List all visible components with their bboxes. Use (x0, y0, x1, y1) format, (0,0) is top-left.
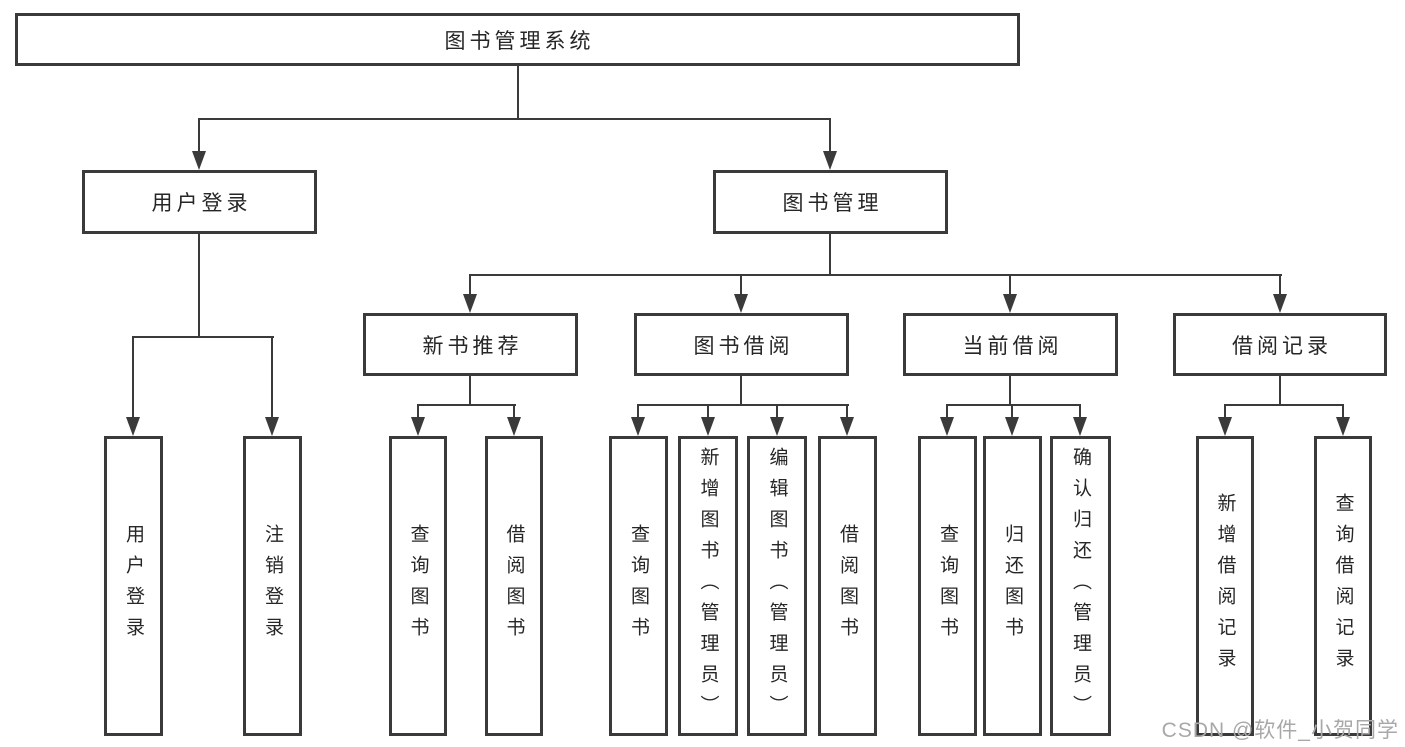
connector-line (132, 336, 134, 419)
connector-line (776, 404, 778, 419)
leaf-label: 查询图书 (628, 524, 649, 648)
leaf-query-books-borrow: 查询图书 (609, 436, 668, 736)
leaf-label: 借阅图书 (503, 524, 525, 648)
connector-line (198, 234, 200, 338)
leaf-label: 确认归还（管理员） (1070, 446, 1091, 726)
arrow-down-icon (823, 151, 837, 170)
leaf-label: 用户登录 (123, 524, 144, 648)
connector-line (132, 336, 274, 338)
leaf-add-borrow-record: 新增借阅记录 (1196, 436, 1254, 736)
leaf-borrow-books-recommend: 借阅图书 (485, 436, 543, 736)
leaf-return-book: 归还图书 (983, 436, 1042, 736)
connector-line (469, 274, 471, 296)
arrow-down-icon (265, 417, 279, 436)
connector-line (417, 404, 419, 419)
leaf-label: 借阅图书 (837, 524, 858, 648)
connector-line (1279, 376, 1281, 405)
connector-line (198, 118, 831, 120)
leaf-user-login: 用户登录 (104, 436, 163, 736)
leaf-query-books-current: 查询图书 (918, 436, 977, 736)
connector-line (946, 404, 948, 419)
arrow-down-icon (1336, 417, 1350, 436)
arrow-down-icon (1218, 417, 1232, 436)
leaf-confirm-return-admin: 确认归还（管理员） (1050, 436, 1111, 736)
connector-line (740, 274, 742, 296)
connector-line (1011, 404, 1013, 419)
leaf-logout: 注销登录 (243, 436, 302, 736)
leaf-label: 归还图书 (1002, 524, 1023, 648)
arrow-down-icon (840, 417, 854, 436)
connector-line (513, 404, 515, 419)
node-new-book-recommendation: 新书推荐 (363, 313, 578, 376)
arrow-down-icon (1003, 294, 1017, 313)
connector-line (637, 404, 639, 419)
connector-line (198, 118, 200, 152)
node-book-management: 图书管理 (713, 170, 948, 234)
connector-line (1224, 404, 1344, 406)
arrow-down-icon (192, 151, 206, 170)
connector-line (1009, 376, 1011, 405)
node-book-borrowing: 图书借阅 (634, 313, 849, 376)
leaf-label: 新增图书（管理员） (697, 446, 719, 726)
csdn-watermark: CSDN @软件_小贺同学 (1161, 719, 1399, 742)
arrow-down-icon (1005, 417, 1019, 436)
connector-line (829, 234, 831, 275)
leaf-query-borrow-record: 查询借阅记录 (1314, 436, 1372, 736)
arrow-down-icon (126, 417, 140, 436)
arrow-down-icon (1073, 417, 1087, 436)
connector-line (946, 404, 1081, 406)
leaf-add-book-admin: 新增图书（管理员） (678, 436, 738, 736)
connector-line (846, 404, 848, 419)
node-borrowing-records: 借阅记录 (1173, 313, 1387, 376)
connector-line (1279, 274, 1281, 296)
node-library-management-system: 图书管理系统 (15, 13, 1020, 66)
arrow-down-icon (507, 417, 521, 436)
connector-line (517, 66, 519, 119)
leaf-label: 新增借阅记录 (1214, 493, 1236, 679)
connector-line (1224, 404, 1226, 419)
connector-line (829, 118, 831, 152)
connector-line (271, 336, 273, 419)
connector-line (417, 404, 516, 406)
arrow-down-icon (734, 294, 748, 313)
leaf-edit-book-admin: 编辑图书（管理员） (747, 436, 807, 736)
arrow-down-icon (940, 417, 954, 436)
connector-line (740, 376, 742, 405)
arrow-down-icon (1273, 294, 1287, 313)
leaf-label: 编辑图书（管理员） (766, 446, 788, 726)
connector-line (1009, 274, 1011, 296)
arrow-down-icon (411, 417, 425, 436)
leaf-borrow-books: 借阅图书 (818, 436, 877, 736)
leaf-label: 查询图书 (407, 524, 429, 648)
connector-line (707, 404, 709, 419)
arrow-down-icon (631, 417, 645, 436)
connector-line (1079, 404, 1081, 419)
arrow-down-icon (701, 417, 715, 436)
arrow-down-icon (463, 294, 477, 313)
connector-line (637, 404, 849, 406)
node-current-borrowing: 当前借阅 (903, 313, 1118, 376)
arrow-down-icon (770, 417, 784, 436)
connector-line (469, 274, 1282, 276)
leaf-query-books-recommend: 查询图书 (389, 436, 447, 736)
leaf-label: 查询图书 (937, 524, 958, 648)
leaf-label: 注销登录 (262, 524, 283, 648)
node-user-login: 用户登录 (82, 170, 317, 234)
connector-line (469, 376, 471, 405)
connector-line (1342, 404, 1344, 419)
leaf-label: 查询借阅记录 (1332, 493, 1354, 679)
